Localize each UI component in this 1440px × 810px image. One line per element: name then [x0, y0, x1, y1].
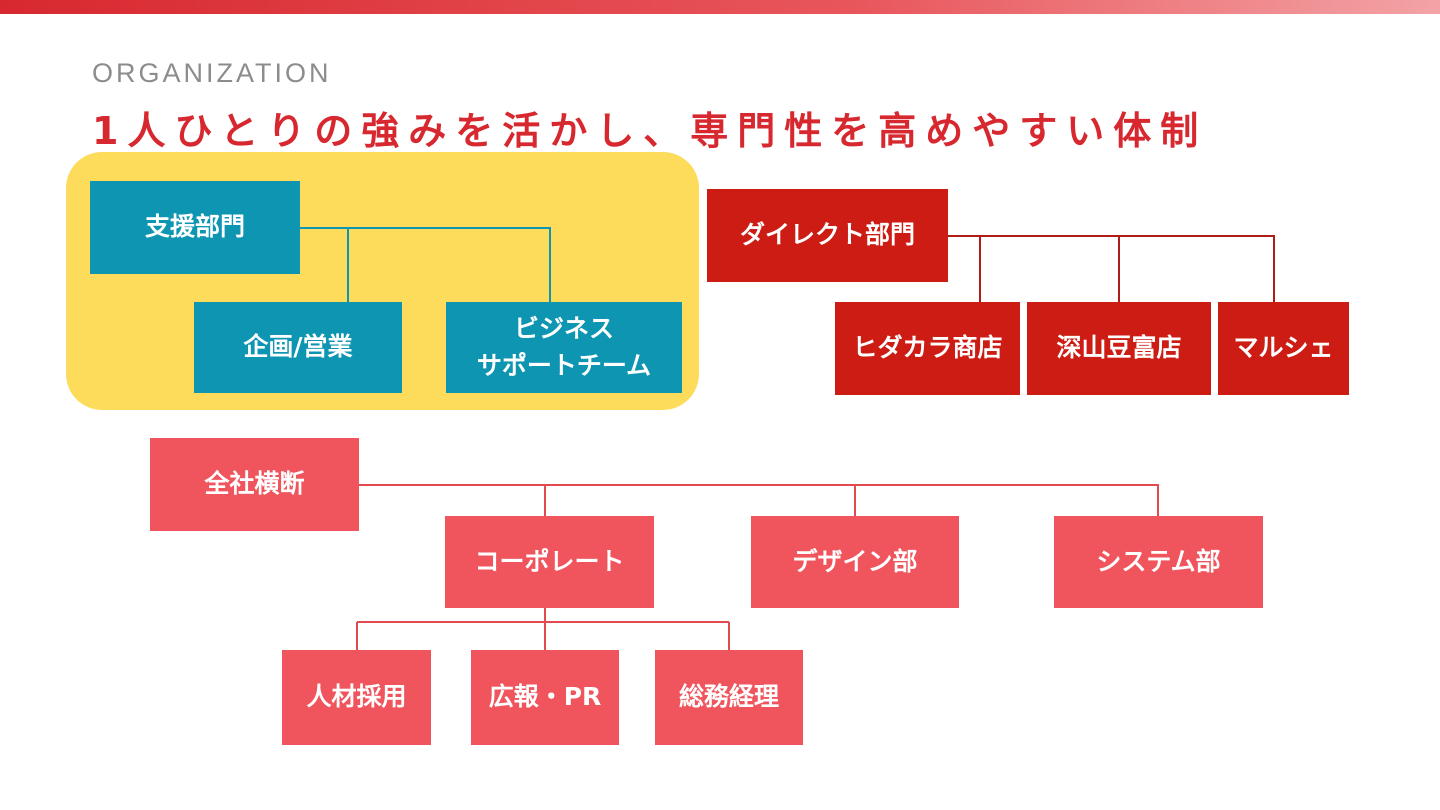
- node-direct-division: ダイレクト部門: [707, 189, 948, 282]
- node-system-dept: システム部: [1054, 516, 1263, 608]
- node-miyama-tofu-shop: 深山豆富店: [1027, 302, 1211, 395]
- node-hidakara-shop: ヒダカラ商店: [835, 302, 1020, 395]
- node-business-support-team: ビジネス サポートチーム: [446, 302, 682, 393]
- node-marche: マルシェ: [1218, 302, 1349, 395]
- node-general-affairs-accounting: 総務経理: [655, 650, 803, 745]
- node-corporate: コーポレート: [445, 516, 654, 608]
- node-design-dept: デザイン部: [751, 516, 959, 608]
- section-eyebrow: ORGANIZATION: [92, 58, 332, 88]
- page-title: 1人ひとりの強みを活かし、専門性を高めやすい体制: [92, 109, 1208, 153]
- node-recruiting: 人材採用: [282, 650, 431, 745]
- node-pr: 広報・PR: [471, 650, 619, 745]
- connector-support-trunk: [300, 227, 551, 302]
- node-planning-sales: 企画/営業: [194, 302, 402, 393]
- node-support-division: 支援部門: [90, 181, 300, 274]
- connector-direct-trunk: [948, 235, 1275, 302]
- node-companywide: 全社横断: [150, 438, 359, 531]
- top-accent-bar: [0, 0, 1440, 14]
- connector-companywide-trunk: [359, 484, 1159, 516]
